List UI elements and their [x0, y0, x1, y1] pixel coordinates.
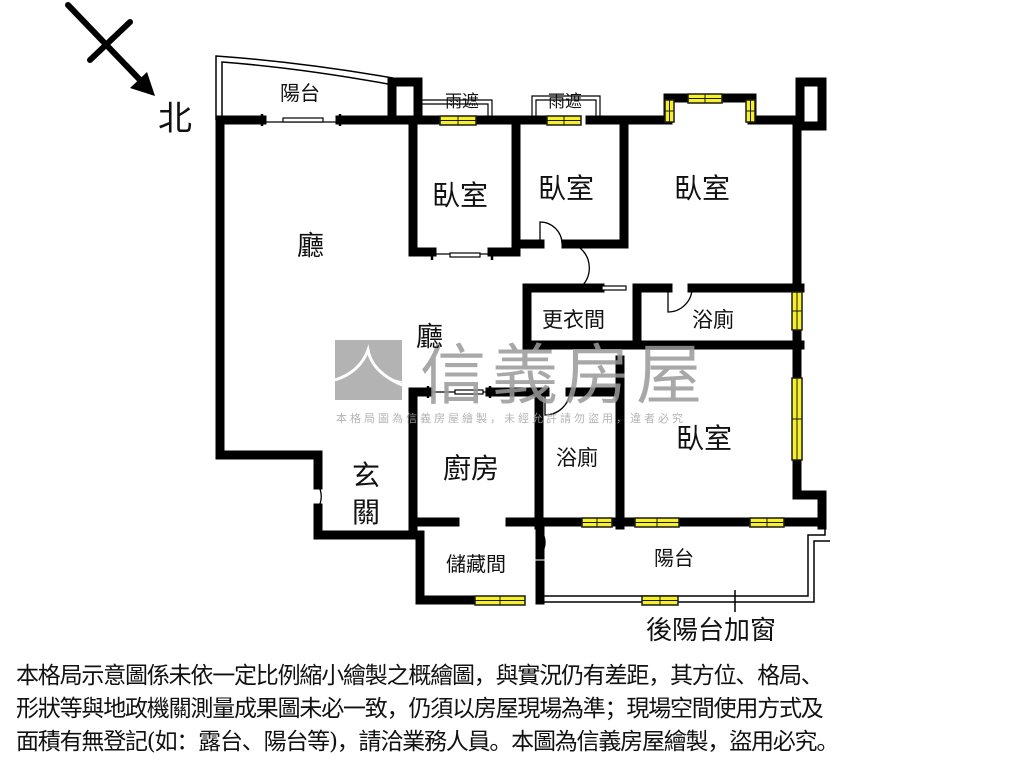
front-balcony-railing: [215, 55, 394, 120]
label-entrance-2: 關: [352, 496, 380, 529]
label-kitchen: 廚房: [443, 452, 499, 485]
label-rain-shelter-2: 雨遮: [548, 92, 582, 112]
window-icon: [641, 595, 679, 606]
disclaimer-line: 形狀等與地政機關測量成果圖未必一致，仍須以房屋現場為準；現場空間使用方式及: [16, 696, 824, 722]
window-icon: [791, 377, 803, 461]
label-rain-shelter-1: 雨遮: [445, 92, 479, 112]
window-icon: [474, 595, 526, 606]
label-bedroom-2: 臥室: [538, 172, 594, 205]
label-entrance-1: 玄: [352, 459, 380, 492]
watermark: 信義房屋 本格局圖為信義房屋繪製，未經允許請勿盜用，違者必究: [334, 337, 708, 425]
floor-plan: 北: [65, 2, 830, 646]
windows: [439, 93, 803, 606]
label-front-balcony: 陽台: [280, 81, 320, 105]
disclaimer: 本格局示意圖係未依一定比例縮小繪製之概繪圖，與實況仍有差距，其方位、格局、 形狀…: [16, 660, 1016, 759]
north-arrow-icon: [65, 2, 155, 96]
rain-shelters: [418, 95, 601, 120]
window-icon: [664, 99, 675, 123]
window-icon: [634, 517, 680, 528]
window-icon: [687, 93, 723, 104]
label-rear-balcony-note: 後陽台加窗: [646, 616, 776, 646]
window-icon: [745, 99, 756, 123]
label-living-room-2: 廳: [416, 322, 443, 353]
watermark-notice: 本格局圖為信義房屋繪製，未經允許請勿盜用，違者必究: [336, 411, 686, 425]
label-storage: 儲藏間: [446, 552, 506, 576]
label-bedroom-3: 臥室: [674, 172, 730, 205]
window-icon: [791, 291, 803, 331]
watermark-brand: 信義房屋: [420, 337, 708, 414]
label-walk-in-closet: 更衣間: [542, 308, 605, 332]
sliding-doors: [260, 114, 627, 398]
north-label: 北: [158, 99, 192, 139]
disclaimer-line: 本格局示意圖係未依一定比例縮小繪製之概繪圖，與實況仍有差距，其方位、格局、: [16, 663, 824, 689]
swing-doors: [317, 221, 693, 556]
window-icon: [581, 517, 613, 528]
label-living-room-1: 廳: [297, 231, 324, 262]
label-bathroom-2: 浴廁: [556, 446, 598, 470]
window-icon: [546, 115, 582, 126]
label-rear-balcony: 陽台: [654, 546, 694, 570]
window-icon: [749, 517, 785, 528]
label-bedroom-1: 臥室: [432, 179, 488, 212]
window-icon: [439, 115, 477, 126]
label-bedroom-4: 臥室: [676, 422, 732, 455]
disclaimer-line: 面積有無登記(如：露台、陽台等)，請洽業務人員。本圖為信義房屋繪製，盜用必究。: [16, 729, 839, 755]
label-bathroom-1: 浴廁: [692, 308, 734, 332]
